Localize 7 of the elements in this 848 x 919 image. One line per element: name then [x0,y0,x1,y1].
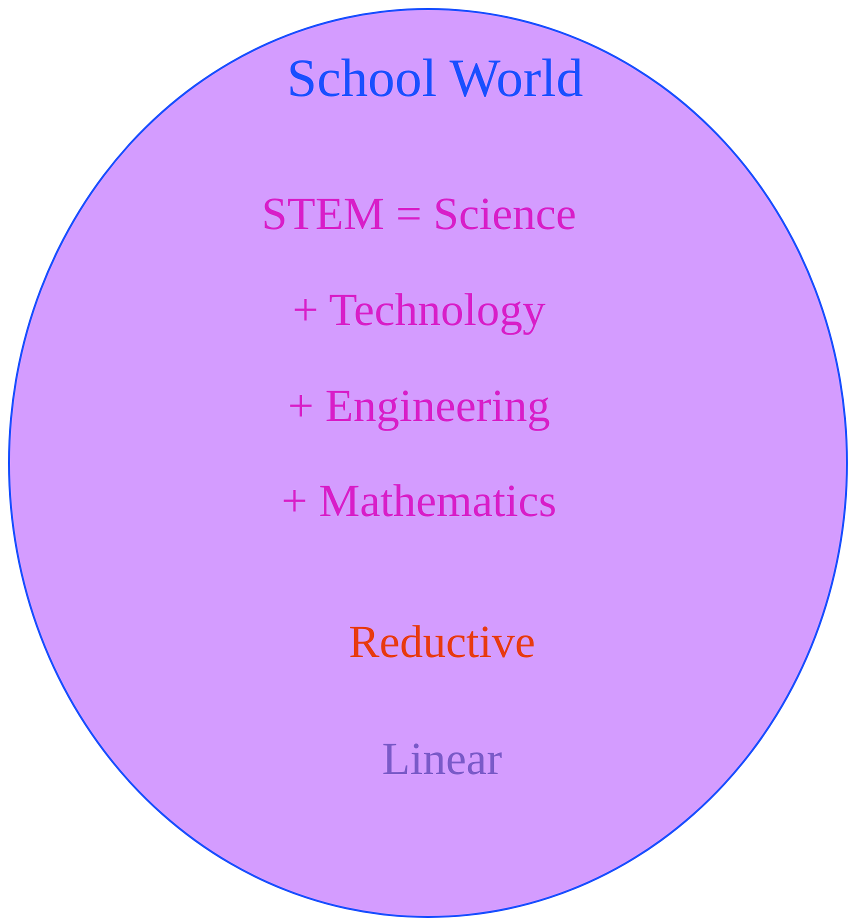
formula-text: STEM = Science [262,191,576,237]
title-text: School World [286,51,584,105]
formula-text: + Technology [292,287,546,333]
formula-text: + Engineering [288,383,550,429]
property-text: Reductive [348,619,536,665]
property-text: Linear [382,736,502,782]
formula-text: + Mathematics [281,478,557,524]
